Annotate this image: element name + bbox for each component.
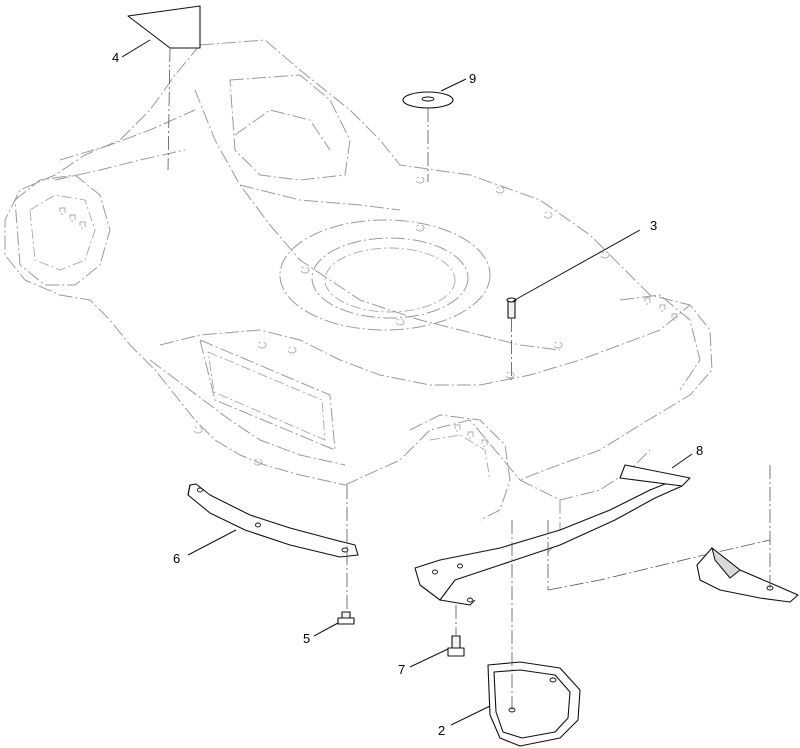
callout-6: 6 xyxy=(173,529,237,566)
part-6-skirt-strip xyxy=(187,483,359,612)
part-2-deflector xyxy=(487,520,581,747)
part-3-screw xyxy=(506,297,517,380)
callout-9: 9 xyxy=(440,71,476,92)
part-8-rear-baffle xyxy=(414,464,771,606)
callout-4-label: 4 xyxy=(112,50,119,65)
callout-5-label: 5 xyxy=(303,631,310,646)
callout-2: 2 xyxy=(438,705,491,738)
callout-4: 4 xyxy=(112,39,151,65)
callout-3-label: 3 xyxy=(650,218,657,233)
callout-7-label: 7 xyxy=(398,662,405,677)
callout-7: 7 xyxy=(398,648,449,677)
deck-bolt-holes xyxy=(193,176,610,466)
part-4-decal xyxy=(127,5,201,171)
height-marks xyxy=(59,207,678,447)
callout-5: 5 xyxy=(303,622,339,646)
part-7-bolt xyxy=(447,605,465,657)
callout-8-label: 8 xyxy=(696,443,703,458)
side-deflector xyxy=(696,465,799,603)
callout-8: 8 xyxy=(671,443,703,469)
part-9-washer xyxy=(402,91,454,182)
callout-2-label: 2 xyxy=(438,723,445,738)
part-5-bolt xyxy=(337,611,355,625)
callout-9-label: 9 xyxy=(469,71,476,86)
deck-housing-outline xyxy=(4,39,713,556)
callout-3: 3 xyxy=(512,218,657,302)
callout-6-label: 6 xyxy=(173,551,180,566)
